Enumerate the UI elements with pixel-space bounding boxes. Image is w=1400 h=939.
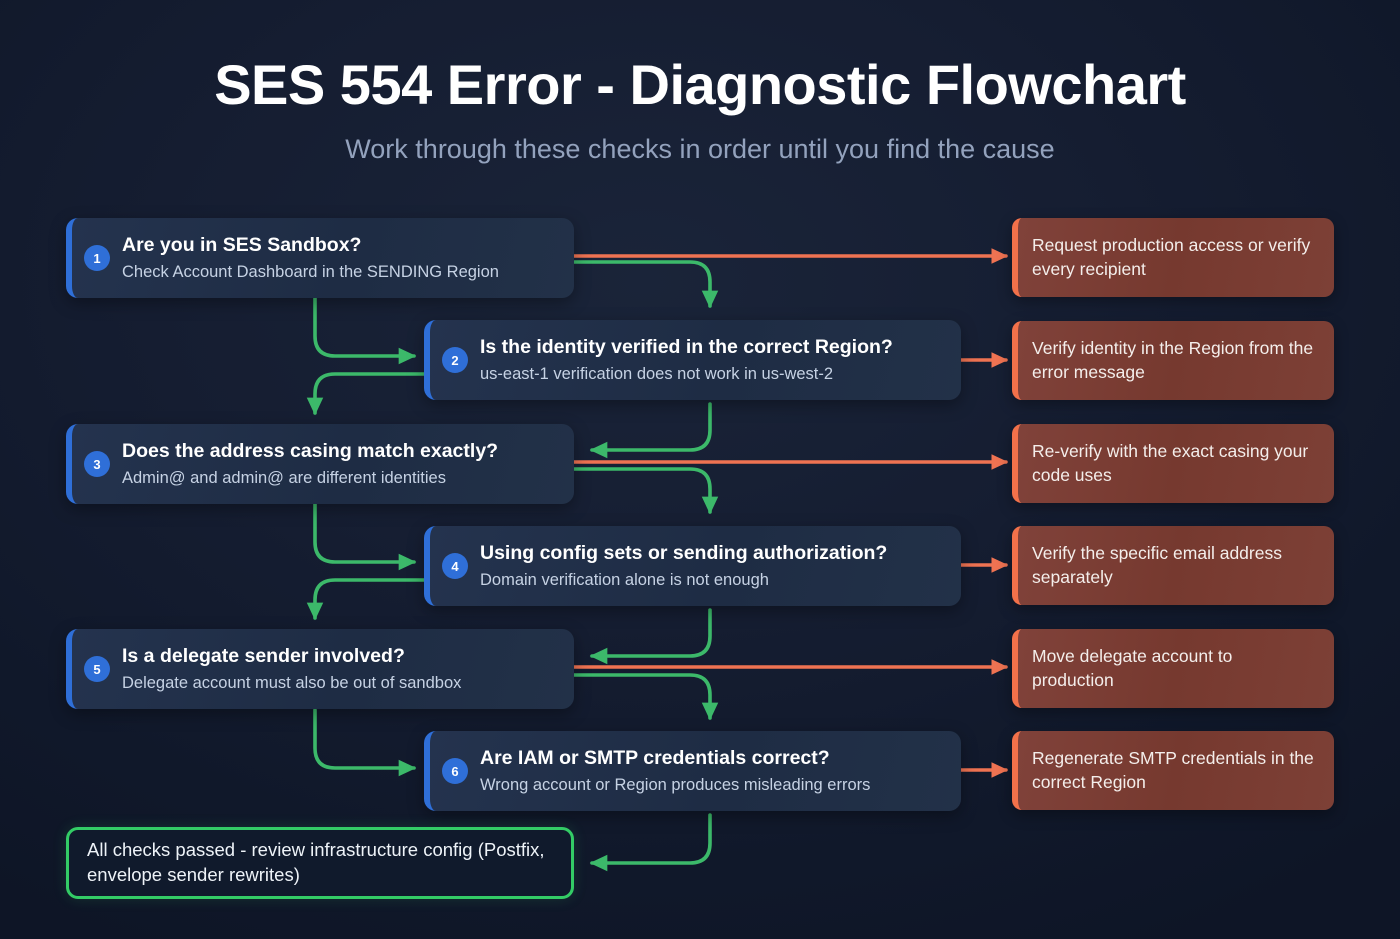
step-box-5[interactable]: 5 Is a delegate sender involved? Delegat… (66, 629, 574, 709)
step-subtitle: Domain verification alone is not enough (480, 570, 769, 589)
action-box-1[interactable]: Request production access or verify ever… (1012, 218, 1334, 297)
step-subtitle: us-east-1 verification does not work in … (480, 364, 834, 383)
success-text: All checks passed - review infrastructur… (87, 839, 545, 885)
action-text: Re-verify with the exact casing your cod… (1032, 441, 1309, 485)
step-badge: 3 (84, 451, 110, 477)
action-text: Move delegate account to production (1032, 646, 1233, 690)
step-subtitle: Wrong account or Region produces mislead… (480, 775, 871, 794)
action-text: Verify the specific email address separa… (1032, 543, 1282, 587)
step-title: Are IAM or SMTP credentials correct? (480, 747, 830, 770)
step-box-2[interactable]: 2 Is the identity verified in the correc… (424, 320, 961, 400)
step-badge: 5 (84, 656, 110, 682)
step-badge: 4 (442, 553, 468, 579)
page-title: SES 554 Error - Diagnostic Flowchart (214, 53, 1186, 116)
action-box-5[interactable]: Move delegate account to production (1012, 629, 1334, 708)
step-subtitle: Delegate account must also be out of san… (122, 673, 462, 692)
step-title: Is a delegate sender involved? (122, 645, 405, 668)
step-badge: 6 (442, 758, 468, 784)
action-text: Regenerate SMTP credentials in the corre… (1032, 748, 1314, 792)
action-box-4[interactable]: Verify the specific email address separa… (1012, 526, 1334, 605)
action-text: Request production access or verify ever… (1032, 235, 1311, 279)
success-box[interactable]: All checks passed - review infrastructur… (66, 827, 574, 899)
step-box-4[interactable]: 4 Using config sets or sending authoriza… (424, 526, 961, 606)
step-subtitle: Admin@ and admin@ are different identiti… (122, 468, 446, 487)
step-box-3[interactable]: 3 Does the address casing match exactly?… (66, 424, 574, 504)
action-text: Verify identity in the Region from the e… (1032, 338, 1314, 382)
step-title: Is the identity verified in the correct … (480, 336, 893, 359)
step-box-1[interactable]: 1 Are you in SES Sandbox? Check Account … (66, 218, 574, 298)
action-box-3[interactable]: Re-verify with the exact casing your cod… (1012, 424, 1334, 503)
action-box-6[interactable]: Regenerate SMTP credentials in the corre… (1012, 731, 1334, 810)
step-subtitle: Check Account Dashboard in the SENDING R… (122, 262, 499, 281)
step-title: Are you in SES Sandbox? (122, 234, 362, 257)
step-title: Using config sets or sending authorizati… (480, 542, 888, 565)
step-badge: 1 (84, 245, 110, 271)
step-box-6[interactable]: 6 Are IAM or SMTP credentials correct? W… (424, 731, 961, 811)
page-subtitle: Work through these checks in order until… (345, 134, 1055, 164)
step-badge: 2 (442, 347, 468, 373)
step-title: Does the address casing match exactly? (122, 440, 499, 463)
action-box-2[interactable]: Verify identity in the Region from the e… (1012, 321, 1334, 400)
